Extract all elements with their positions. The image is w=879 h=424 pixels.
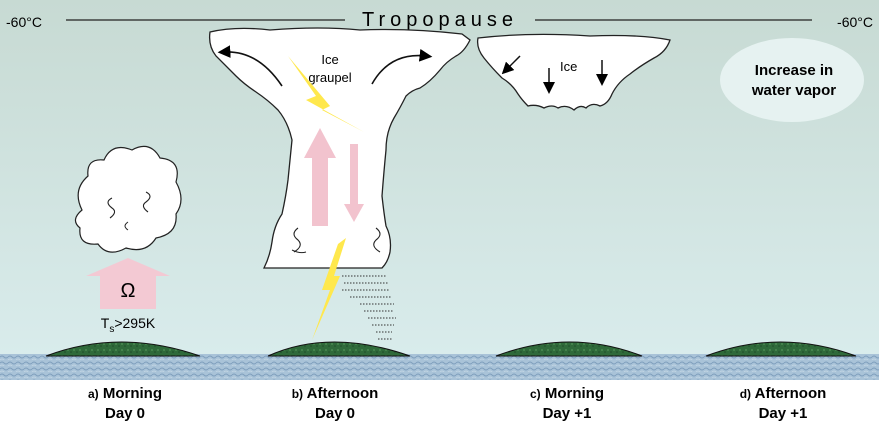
water-vapor-line1: Increase in (755, 62, 833, 79)
ice-graupel-line2: graupel (308, 70, 351, 85)
water-vapor-oval (720, 38, 864, 122)
ice-anvil-label: Ice (560, 59, 577, 74)
panel-label-b: b) Afternoon Day 0 (250, 384, 420, 423)
panel-tag-c: c) (530, 387, 541, 401)
panel-tag-d: d) (740, 387, 751, 401)
panel-title-a: Morning (103, 385, 162, 402)
panel-label-c: c) Morning Day +1 (482, 384, 652, 423)
tropopause-temp-left: -60°C (6, 14, 42, 30)
panel-day-c: Day +1 (482, 404, 652, 423)
panel-day-b: Day 0 (250, 404, 420, 423)
panel-day-a: Day 0 (40, 404, 210, 423)
panel-tag-a: a) (88, 387, 99, 401)
panel-label-d: d) Afternoon Day +1 (698, 384, 868, 423)
panel-day-d: Day +1 (698, 404, 868, 423)
panel-label-a: a) Morning Day 0 (40, 384, 210, 423)
panel-title-c: Morning (545, 385, 604, 402)
omega-label: Ω (121, 280, 136, 302)
tropopause-label: Tropopause (362, 9, 518, 31)
panel-title-b: Afternoon (307, 385, 379, 402)
ocean-surface (0, 354, 879, 380)
ice-graupel-line1: Ice (321, 52, 338, 67)
water-vapor-line2: water vapor (751, 82, 836, 99)
panel-tag-b: b) (292, 387, 303, 401)
panel-title-d: Afternoon (755, 385, 827, 402)
tropopause-temp-right: -60°C (837, 14, 873, 30)
